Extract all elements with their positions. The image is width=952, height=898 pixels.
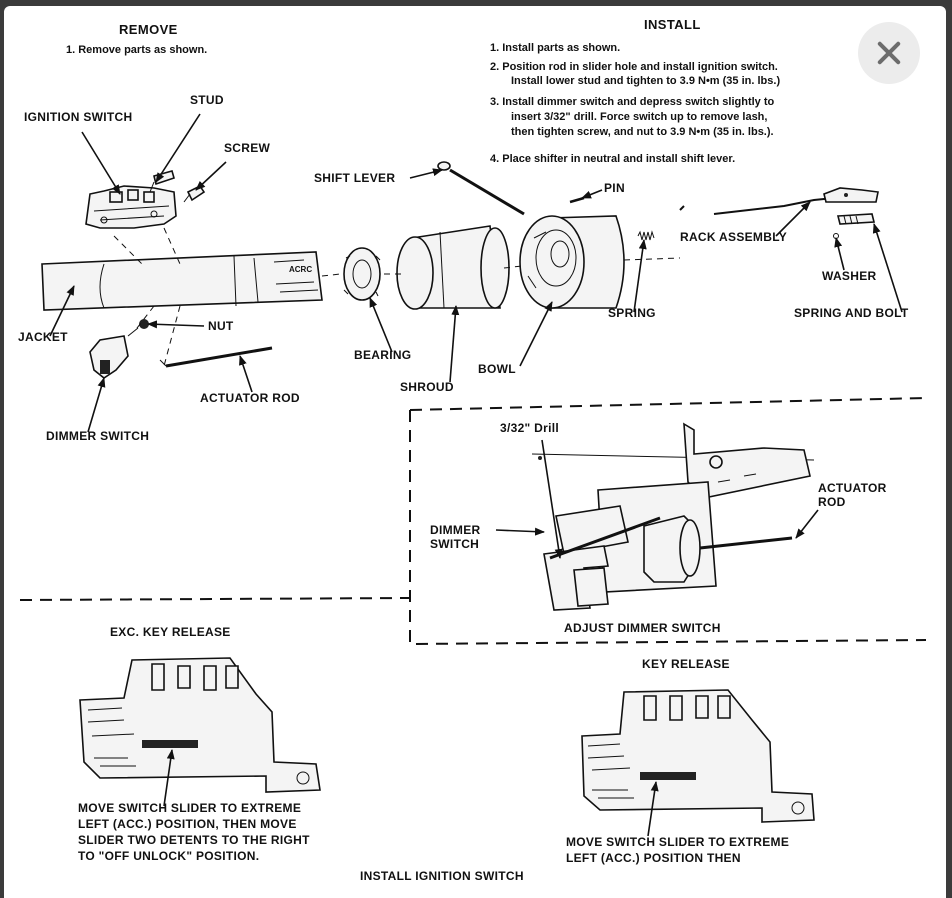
label-bearing: BEARING <box>354 348 411 362</box>
remove-step-1: 1. Remove parts as shown. <box>66 44 207 56</box>
footer-caption: INSTALL IGNITION SWITCH <box>360 869 524 883</box>
ignition-switch-part <box>85 185 177 229</box>
remove-title: REMOVE <box>119 22 178 37</box>
key-release-switch: KEY RELEASE MOVE SWITCH SLIDER TO EXTREM… <box>566 657 815 865</box>
adjust-dimmer-switch-inset: 3/32" Drill DIMMER SWITCH ACTUATOR ROD A… <box>430 421 887 635</box>
install-step-1: 1. Install parts as shown. <box>490 42 620 54</box>
part-labels: IGNITION SWITCH STUD SCREW SHIFT LEVER P… <box>18 93 909 443</box>
pin-part <box>569 196 585 204</box>
label-washer: WASHER <box>822 269 877 283</box>
section-dividers <box>19 397 927 646</box>
remove-instructions: REMOVE 1. Remove parts as shown. <box>66 22 207 56</box>
install-title: INSTALL <box>644 17 701 32</box>
label-screw: SCREW <box>224 141 271 155</box>
label-stud: STUD <box>190 93 224 107</box>
washer-part <box>833 233 839 239</box>
exc-key-release-line-4: TO "OFF UNLOCK" POSITION. <box>78 849 259 863</box>
actuator-rod-part <box>159 346 273 368</box>
nut-part <box>139 319 149 329</box>
key-release-title: KEY RELEASE <box>642 657 730 671</box>
exc-key-release-line-2: LEFT (ACC.) POSITION, THEN MOVE <box>78 817 297 831</box>
install-step-3b: insert 3/32" drill. Force switch up to r… <box>511 111 767 123</box>
bearing-part <box>343 247 381 301</box>
center-line <box>384 257 681 275</box>
inset-caption: ADJUST DIMMER SWITCH <box>564 621 721 635</box>
install-step-2a: 2. Position rod in slider hole and insta… <box>490 61 778 73</box>
svg-text:ACRC: ACRC <box>289 265 312 274</box>
bowl-part <box>519 215 625 309</box>
install-step-3a: 3. Install dimmer switch and depress swi… <box>490 96 775 108</box>
exc-key-release-line-1: MOVE SWITCH SLIDER TO EXTREME <box>78 801 301 815</box>
key-release-line-1: MOVE SWITCH SLIDER TO EXTREME <box>566 835 789 849</box>
screw-part <box>183 184 206 203</box>
label-spring: SPRING <box>608 306 656 320</box>
install-step-4: 4. Place shifter in neutral and install … <box>490 153 735 165</box>
spring-part <box>637 230 655 241</box>
install-step-3c: then tighten screw, and nut to 3.9 N•m (… <box>511 126 774 138</box>
inset-actuator-label-1: ACTUATOR <box>818 481 887 495</box>
install-instructions: INSTALL 1. Install parts as shown. 2. Po… <box>490 17 780 165</box>
jacket-tube: ACRC <box>41 251 360 311</box>
label-shift-lever: SHIFT LEVER <box>314 171 395 185</box>
label-nut: NUT <box>208 319 234 333</box>
inset-dimmer-label-2: SWITCH <box>430 537 479 551</box>
label-dimmer-switch: DIMMER SWITCH <box>46 429 149 443</box>
label-pin: PIN <box>604 181 625 195</box>
steering-column-diagram: REMOVE 1. Remove parts as shown. INSTALL… <box>18 17 927 883</box>
dimmer-switch-part <box>89 327 139 379</box>
label-spring-and-bolt: SPRING AND BOLT <box>794 306 909 320</box>
diagram-sheet: REMOVE 1. Remove parts as shown. INSTALL… <box>4 6 946 898</box>
label-rack-assembly: RACK ASSEMBLY <box>680 230 787 244</box>
exc-key-release-title: EXC. KEY RELEASE <box>110 625 231 639</box>
exc-key-release-switch: EXC. KEY RELEASE MOVE SWITCH SLIDER TO E… <box>78 625 321 863</box>
shift-lever-part <box>437 161 525 216</box>
spring-and-bolt-part <box>836 213 876 225</box>
key-release-line-2: LEFT (ACC.) POSITION THEN <box>566 851 741 865</box>
exc-key-release-line-3: SLIDER TWO DETENTS TO THE RIGHT <box>78 833 310 847</box>
install-step-2b: Install lower stud and tighten to 3.9 N•… <box>511 75 780 87</box>
label-shroud: SHROUD <box>400 380 454 394</box>
inset-drill-label: 3/32" Drill <box>500 421 559 435</box>
inset-actuator-label-2: ROD <box>818 495 846 509</box>
label-ignition-switch: IGNITION SWITCH <box>24 110 133 124</box>
label-bowl: BOWL <box>478 362 516 376</box>
label-jacket: JACKET <box>18 330 68 344</box>
shroud-part <box>396 225 510 310</box>
rack-assembly-part <box>679 187 879 215</box>
label-actuator-rod: ACTUATOR ROD <box>200 391 300 405</box>
leader-arrows <box>49 113 903 433</box>
inset-dimmer-label-1: DIMMER <box>430 523 480 537</box>
close-button[interactable] <box>858 22 920 84</box>
